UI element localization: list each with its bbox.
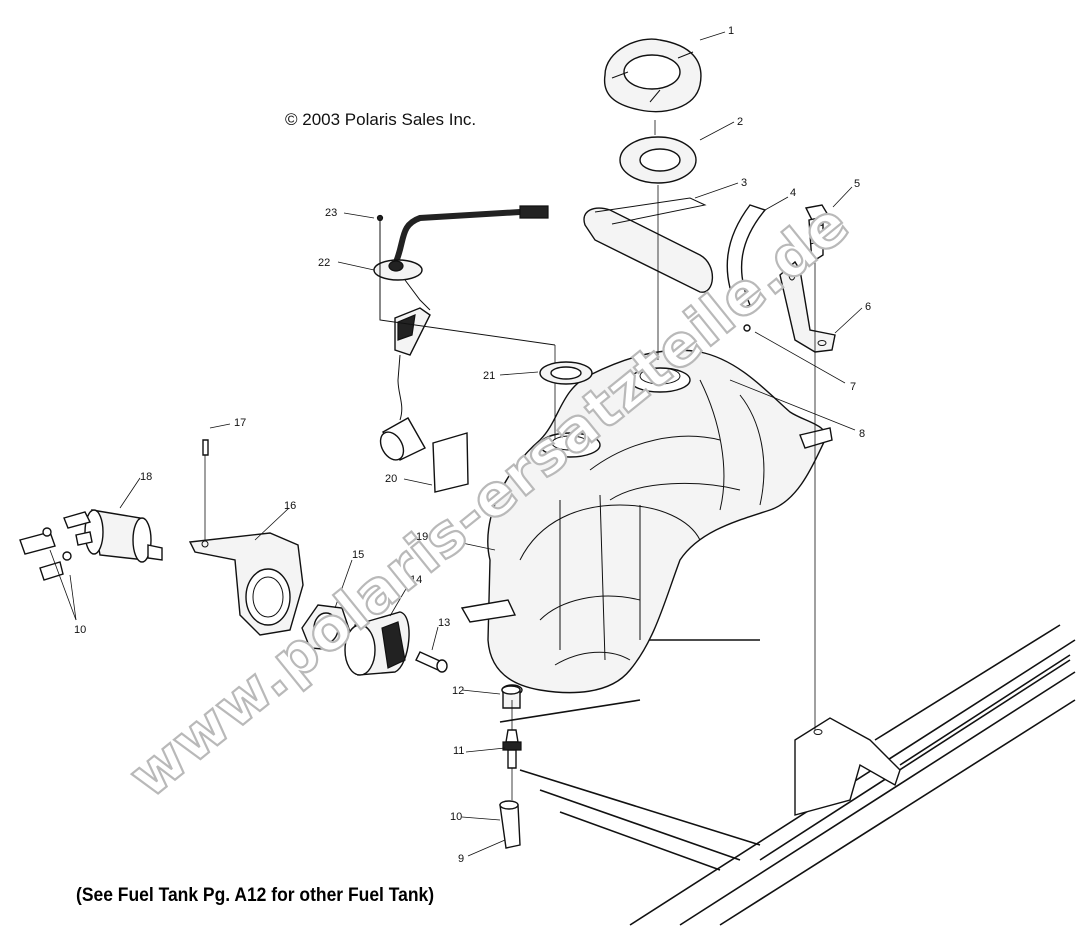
- vent-hose: [726, 204, 767, 311]
- callout-labels: 1 2 3 4 5 6 7 8 9 10 10 11 12 13 14 15 1…: [74, 25, 871, 865]
- callout-7: 7: [850, 381, 856, 393]
- callout-8: 8: [859, 428, 865, 440]
- clip-7: [743, 324, 751, 332]
- fuel-pump-assembly: [373, 205, 556, 461]
- callout-18: 18: [140, 471, 152, 483]
- callout-6: 6: [865, 301, 871, 313]
- cap-seal: [619, 136, 697, 184]
- callout-1: 1: [728, 25, 734, 37]
- callout-4: 4: [790, 187, 796, 199]
- fuel-filter: [19, 509, 163, 581]
- warning-decal: [432, 432, 469, 493]
- callout-17: 17: [234, 417, 246, 429]
- bolt-5: [804, 204, 830, 264]
- fuel-hose: [499, 800, 521, 849]
- tank-pad: [583, 197, 714, 293]
- tank-bracket: [779, 260, 836, 353]
- copyright-notice: © 2003 Polaris Sales Inc.: [285, 110, 477, 129]
- callout-19: 19: [416, 531, 428, 543]
- fuel-cap: [603, 38, 702, 113]
- assembly-centerlines: [511, 120, 816, 800]
- pump-gasket: [539, 361, 593, 385]
- callout-13: 13: [438, 617, 450, 629]
- callout-21: 21: [483, 370, 495, 382]
- callout-9: 9: [458, 853, 464, 865]
- callout-16: 16: [284, 500, 296, 512]
- callout-10b: 10: [450, 811, 462, 823]
- callout-2: 2: [737, 116, 743, 128]
- shutoff-valve: [344, 611, 410, 676]
- callout-23: 23: [325, 207, 337, 219]
- leader-lines: [49, 31, 863, 857]
- callout-20: 20: [385, 473, 397, 485]
- frame-rails: [499, 624, 1076, 926]
- fuel-tank: [460, 349, 833, 696]
- callout-14: 14: [410, 574, 422, 586]
- callout-3: 3: [741, 177, 747, 189]
- screw-13: [415, 651, 448, 673]
- callout-22: 22: [318, 257, 330, 269]
- outlet-fitting: [502, 729, 522, 769]
- callout-12: 12: [452, 685, 464, 697]
- footnote: (See Fuel Tank Pg. A12 for other Fuel Ta…: [76, 885, 435, 906]
- callout-5: 5: [854, 178, 860, 190]
- callout-11: 11: [453, 745, 464, 757]
- callout-10a: 10: [74, 624, 86, 636]
- callout-15: 15: [352, 549, 364, 561]
- outlet-grommet: [501, 685, 521, 709]
- filter-bracket: [188, 439, 304, 636]
